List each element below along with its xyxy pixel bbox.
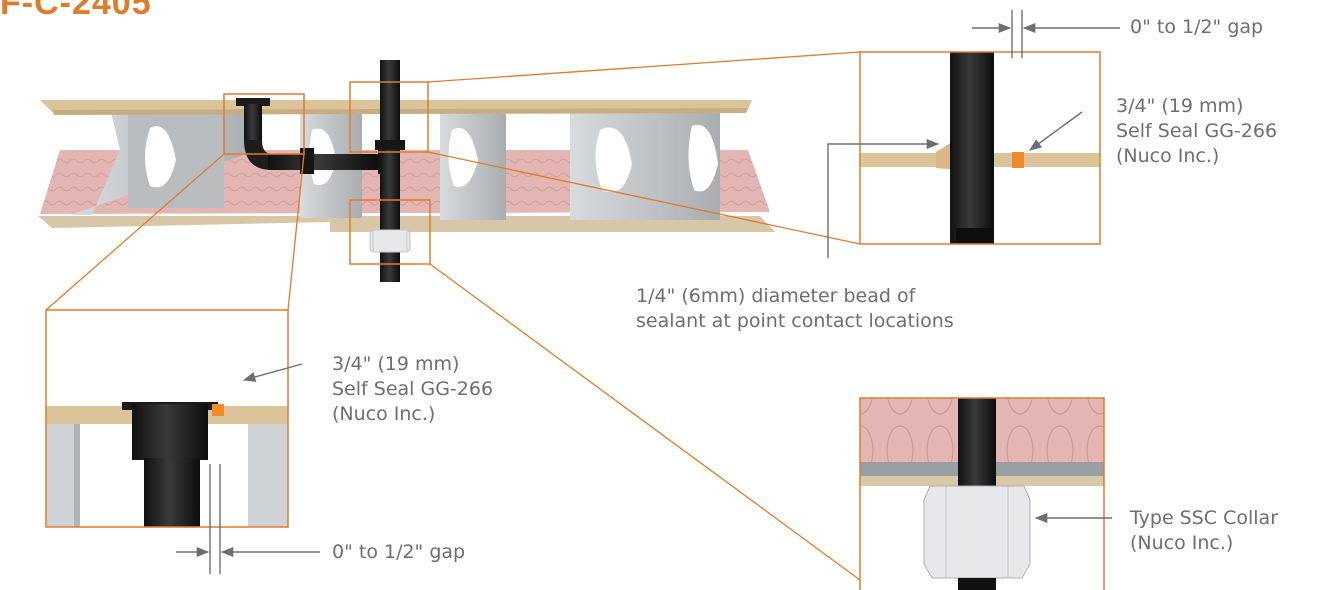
detail-top-right: [860, 52, 1100, 244]
detail-box-drain: [223, 93, 305, 155]
detail-bottom-left: [46, 310, 288, 527]
vertical-pipe: [380, 60, 400, 282]
bottom-gap-callout: 0" to 1/2" gap: [332, 541, 466, 563]
detail-box-deck: [349, 81, 429, 153]
collar-callout: Type SSC Collar (Nuco Inc.): [1130, 507, 1279, 554]
self-seal-band: [212, 404, 224, 416]
detail-bottom-right: [860, 398, 1104, 590]
top-seal-callout: 3/4" (19 mm) Self Seal GG-266 (Nuco Inc.…: [1116, 95, 1278, 167]
floor-assembly: [38, 60, 775, 282]
left-seal-callout: 3/4" (19 mm) Self Seal GG-266 (Nuco Inc.…: [332, 353, 494, 425]
sealant-bead-callout: 1/4" (6mm) diameter bead of sealant at p…: [636, 285, 954, 332]
ssc-collar: [923, 485, 1031, 579]
figure-title: F-C-2405: [0, 0, 152, 22]
top-gap-callout: 0" to 1/2" gap: [1130, 16, 1264, 38]
self-seal-band: [1012, 152, 1024, 168]
leader-lines: [176, 10, 1120, 574]
detail-box-collar: [349, 199, 431, 265]
ssc-collar: [369, 229, 411, 253]
